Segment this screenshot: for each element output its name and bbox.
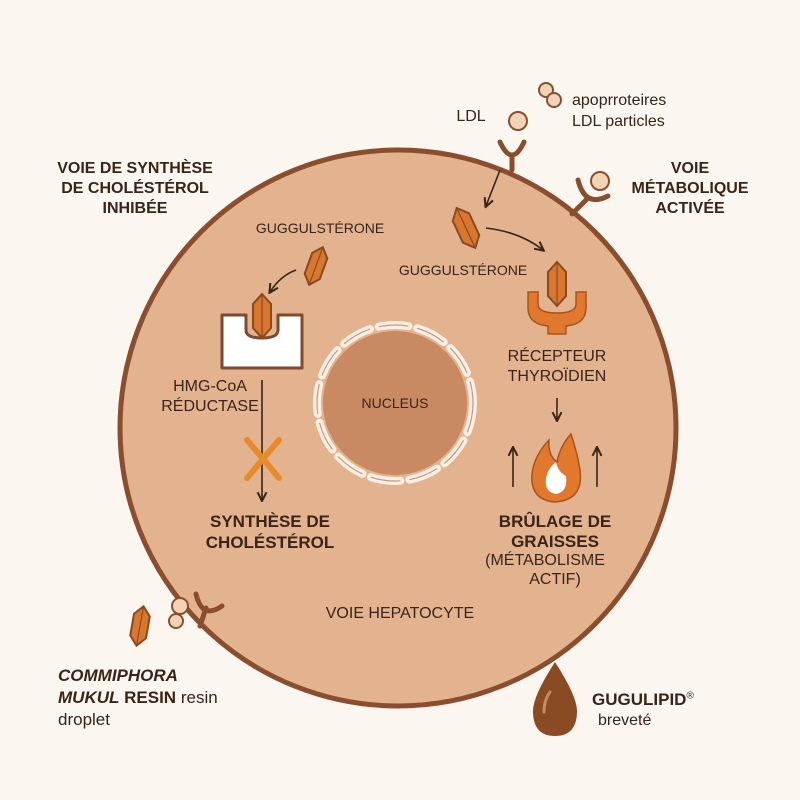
left-pathway-title-3: INHIBÉE <box>102 200 168 217</box>
hepatocyte-label: VOIE HEPATOCYTE <box>325 605 475 622</box>
ldl-label: LDL <box>456 108 486 125</box>
nucleus-label: NUCLEUS <box>361 395 429 411</box>
fat-burning-flame-icon <box>531 432 582 503</box>
guggulsterone-label-left: GUGGULSTÉRONE <box>255 220 385 236</box>
brand-name: GUGULIPID <box>592 690 687 709</box>
receptor-label-2: THYROÏDIEN <box>507 368 607 385</box>
guggulsterone-crystal-receptor <box>547 260 567 308</box>
synthesis-label-2: CHOLÉSTÉROL <box>205 533 335 552</box>
ldl-particle-right <box>590 171 610 191</box>
guggulsterone-label-right: GUGGULSTÉRONE <box>398 262 528 278</box>
right-pathway-title-1: VOIE <box>670 160 710 177</box>
apoprotein-label-1: apoprroteires <box>572 92 667 109</box>
brand-subtitle: breveté <box>598 712 652 729</box>
ldl-particle-bottom <box>168 613 184 629</box>
nucleus <box>323 331 467 475</box>
resin-label-1: COMMIPHORA <box>58 666 178 685</box>
fat-burning-label-3: (MÉTABOLISME <box>485 552 605 569</box>
arrow-to-receptor <box>485 227 543 250</box>
thyroid-receptor-icon <box>527 291 587 335</box>
guggulsterone-crystal-left <box>303 245 329 287</box>
apoprotein-label-2: LDL particles <box>572 113 665 130</box>
arrow-ldl-in <box>486 169 501 206</box>
resin-crystal <box>129 604 151 648</box>
inhibition-x-icon <box>244 437 282 481</box>
gugulipid-droplet-icon <box>533 662 577 736</box>
fat-burning-label-1: BRÛLAGE DE <box>498 512 612 531</box>
brand-label: GUGULIPID® <box>592 690 732 710</box>
fat-burning-label-2: GRAISSES <box>511 532 599 551</box>
droplet-highlight <box>542 690 552 714</box>
resin-label-2: MUKUL RESIN resin <box>58 688 258 708</box>
ldl-receptor-top <box>497 139 527 173</box>
resin-label-resin: resin <box>180 688 218 707</box>
resin-label-resin-bold: RESIN <box>124 688 177 707</box>
guggulsterone-crystal-right <box>451 206 481 250</box>
hmg-coa-label-1: HMG-CoA <box>173 378 247 395</box>
brand-registered-mark: ® <box>686 690 694 702</box>
nuclear-envelope-outline <box>316 324 474 482</box>
arrow-guggul-left <box>270 269 297 292</box>
fat-burning-label-4: ACTIF) <box>529 571 581 588</box>
synthesis-label-1: SYNTHÈSE DE <box>210 512 330 531</box>
guggulsterone-crystal-bound <box>252 292 272 340</box>
resin-label-mukul: MUKUL <box>58 688 120 707</box>
resin-label-3: droplet <box>58 710 110 729</box>
hmg-coa-enzyme <box>220 313 304 370</box>
hmg-coa-label-2: RÉDUCTASE <box>161 398 259 415</box>
ldl-particle-bottom <box>171 597 189 615</box>
ldl-receptor-bottom <box>193 591 225 629</box>
left-pathway-title-2: DE CHOLÉSTÉROL <box>61 180 209 197</box>
left-pathway-title-1: VOIE DE SYNTHÈSE <box>57 160 213 177</box>
right-pathway-title-3: ACTIVÉE <box>655 200 725 217</box>
receptor-label-1: RÉCEPTEUR <box>507 348 607 365</box>
right-pathway-title-2: MÉTABOLIQUE <box>631 180 749 197</box>
ldl-receptor-right <box>569 177 611 217</box>
ldl-particle-top <box>508 111 528 131</box>
apoprotein-particle <box>546 92 562 108</box>
